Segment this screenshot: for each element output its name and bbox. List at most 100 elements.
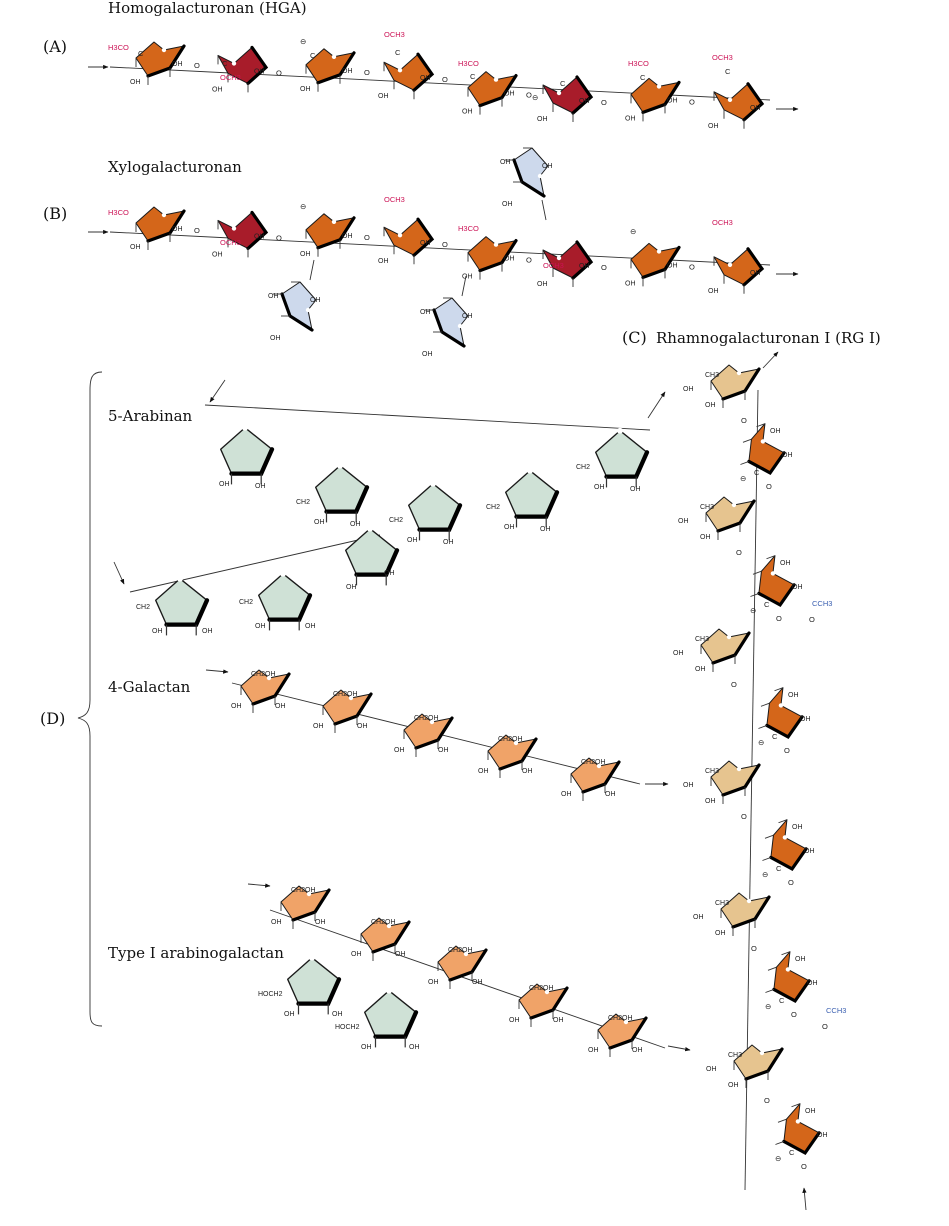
hga-carbon-7: C — [725, 67, 731, 76]
hga-link-o-1: O — [276, 68, 282, 77]
hga-charge-5: ⊖ — [532, 93, 538, 102]
arabinan-residue-2 — [408, 480, 463, 541]
rg1-residue-6 — [710, 760, 761, 804]
rg1-acetyl-9: CCH3 — [826, 1006, 846, 1015]
rg1-ch3-8: CH3 — [715, 900, 729, 907]
hga-methoxy-1: OCH3 — [220, 73, 241, 82]
hga-2-oh-0: OH — [300, 86, 311, 93]
hga-link-o-4: O — [526, 91, 532, 100]
hga-1-oh-0: OH — [212, 86, 223, 93]
xga-0-oh-1: OH — [172, 226, 183, 233]
type1-2-oh-0: OH — [428, 979, 439, 986]
hga-residue-5 — [542, 75, 594, 122]
rg1-carbon-7: C — [776, 864, 782, 873]
rg1-link-o-3: O — [776, 614, 782, 623]
rg1-ch3-2: CH3 — [700, 504, 714, 511]
xga-5-oh-0: OH — [537, 281, 548, 288]
type1-ara-1-oh-0: OH — [361, 1044, 372, 1051]
rg1-carbon-9: C — [779, 996, 785, 1005]
xga-link-o-3: O — [442, 240, 448, 249]
xylose-1-oh-2: OH — [420, 309, 431, 316]
panel-c-letter: (C) — [622, 328, 647, 347]
xga-charge-6: ⊖ — [630, 227, 636, 236]
hga-link-o-5: O — [601, 98, 607, 107]
rg1-rham-2-oh-0: OH — [678, 518, 689, 525]
xylose-residue-0 — [273, 281, 317, 332]
hga-carbon-2: C — [310, 51, 316, 60]
xga-link-o-4: O — [526, 256, 532, 265]
arabinan-title: 5-Arabinan — [108, 407, 193, 425]
rg1-residue-8 — [720, 892, 771, 936]
panel-c-title: Rhamnogalacturonan I (RG I) — [656, 329, 881, 347]
arabinan-residue-4 — [595, 427, 650, 488]
type1-3-oh-1: OH — [553, 1017, 564, 1024]
xga-5-oh-1: OH — [579, 263, 590, 270]
type1-arabinose-residue-1 — [364, 987, 419, 1048]
galactan-0-oh-1: OH — [275, 703, 286, 710]
rg1-charge-1: ⊖ — [740, 474, 746, 483]
xylose-residue-2 — [505, 147, 549, 198]
arabinan-branch-residue — [345, 525, 400, 586]
arabinan-lower-ch2-1: CH2 — [239, 599, 253, 606]
arabinan-1-oh-0: OH — [314, 519, 325, 526]
arabinan-lower-ch2-0: CH2 — [136, 604, 150, 611]
rg1-rham-8-oh-0: OH — [693, 914, 704, 921]
type1-ch2oh-3: CH2OH — [529, 985, 554, 992]
panel-b-title: Xylogalacturonan — [108, 158, 242, 176]
type1-ara-0-oh-1: OH — [332, 1011, 343, 1018]
rg1-rham-2-oh-1: OH — [700, 534, 711, 541]
hga-5-oh-1: OH — [579, 98, 590, 105]
hga-4-oh-0: OH — [462, 109, 473, 116]
rg1-link-o-4: O — [731, 680, 737, 689]
xylose-2-oh-2: OH — [500, 159, 511, 166]
type1-hoch2-0: HOCH2 — [258, 991, 283, 998]
galactan-3-oh-0: OH — [478, 768, 489, 775]
galactan-residue-2 — [403, 713, 454, 757]
type1-0-oh-1: OH — [315, 919, 326, 926]
rg1-rham-10-oh-0: OH — [706, 1066, 717, 1073]
rg1-link-o-10: O — [764, 1096, 770, 1105]
rg1-arrow-in — [802, 1187, 807, 1211]
arabinan-3-oh-1: OH — [540, 526, 551, 533]
rg1-charge-11: ⊖ — [775, 1154, 781, 1163]
xga-1-oh-1: OH — [254, 233, 265, 240]
type1-galactose-residue-1 — [360, 917, 411, 961]
rg1-gala-5-oh-0: OH — [788, 692, 799, 699]
arabinan-ch2-3: CH2 — [486, 504, 500, 511]
rg1-residue-0 — [710, 364, 761, 408]
hga-carbon-4: C — [470, 72, 476, 81]
rg1-gala-9-oh-0: OH — [795, 956, 806, 963]
xga-link-o-2: O — [364, 233, 370, 242]
arabinan-arrow-in-1 — [209, 379, 226, 403]
xga-methyl-ester-4: H3CO — [458, 224, 479, 233]
rg1-charge-3: ⊖ — [750, 606, 756, 615]
rg1-residue-11 — [775, 1103, 821, 1155]
rg1-arrow-out — [762, 351, 779, 369]
xylose-0-oh-0: OH — [270, 335, 281, 342]
hga-residue-1 — [217, 45, 269, 93]
xga-4-oh-0: OH — [462, 274, 473, 281]
rg1-gala-1-oh-0: OH — [770, 428, 781, 435]
arabinan-arrow-in-2 — [113, 561, 125, 585]
rg1-residue-4 — [700, 628, 751, 672]
type1-arrow-in — [247, 883, 271, 888]
rg1-ch3-4: CH3 — [695, 636, 709, 643]
rg1-link-o-2: O — [736, 548, 742, 557]
rg1-charge-7: ⊖ — [762, 870, 768, 879]
xga-residue-3 — [383, 217, 435, 265]
rg1-residue-9 — [765, 951, 811, 1003]
arabinan-0-oh-0: OH — [219, 481, 230, 488]
rg1-link-o-0: O — [741, 416, 747, 425]
rg1-link-o-11: O — [801, 1162, 807, 1171]
xga-link-o-1: O — [276, 233, 282, 242]
galactan-residue-1 — [322, 689, 373, 733]
galactan-arrow-in — [205, 669, 229, 674]
arabinan-residue-3 — [505, 467, 560, 528]
sugar-residues — [135, 41, 821, 1155]
xga-residue-4 — [467, 236, 518, 280]
rg1-gala-11-oh-0: OH — [805, 1108, 816, 1115]
hga-methyl-ester-0: H3CO — [108, 43, 129, 52]
type1-0-oh-0: OH — [271, 919, 282, 926]
xga-residue-2 — [305, 213, 356, 257]
